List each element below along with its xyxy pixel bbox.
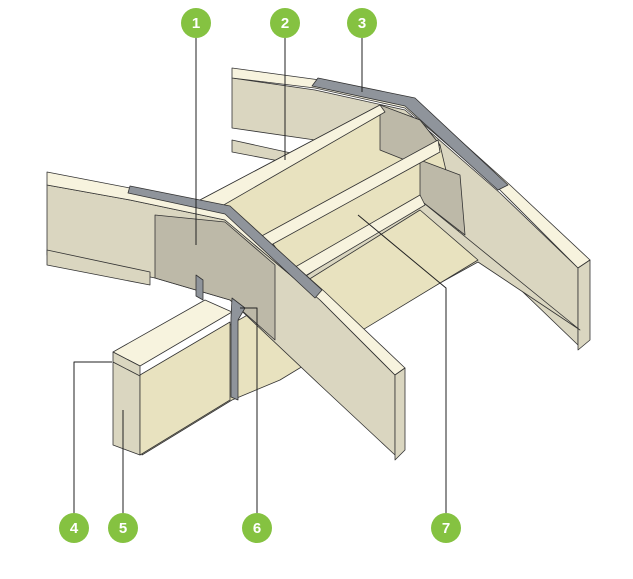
- callout-5: 5: [108, 513, 138, 543]
- connector-profile: [195, 274, 204, 301]
- callout-2: 2: [270, 8, 300, 38]
- callout-3: 3: [347, 8, 377, 38]
- callout-4: 4: [59, 513, 89, 543]
- callout-7: 7: [431, 513, 461, 543]
- leader-lines: [73, 38, 447, 513]
- ridge-flashing-left: [127, 185, 323, 299]
- front-beam: [112, 299, 233, 456]
- callout-6: 6: [242, 513, 272, 543]
- callout-1: 1: [181, 8, 211, 38]
- ridge-flashing-right: [311, 77, 509, 191]
